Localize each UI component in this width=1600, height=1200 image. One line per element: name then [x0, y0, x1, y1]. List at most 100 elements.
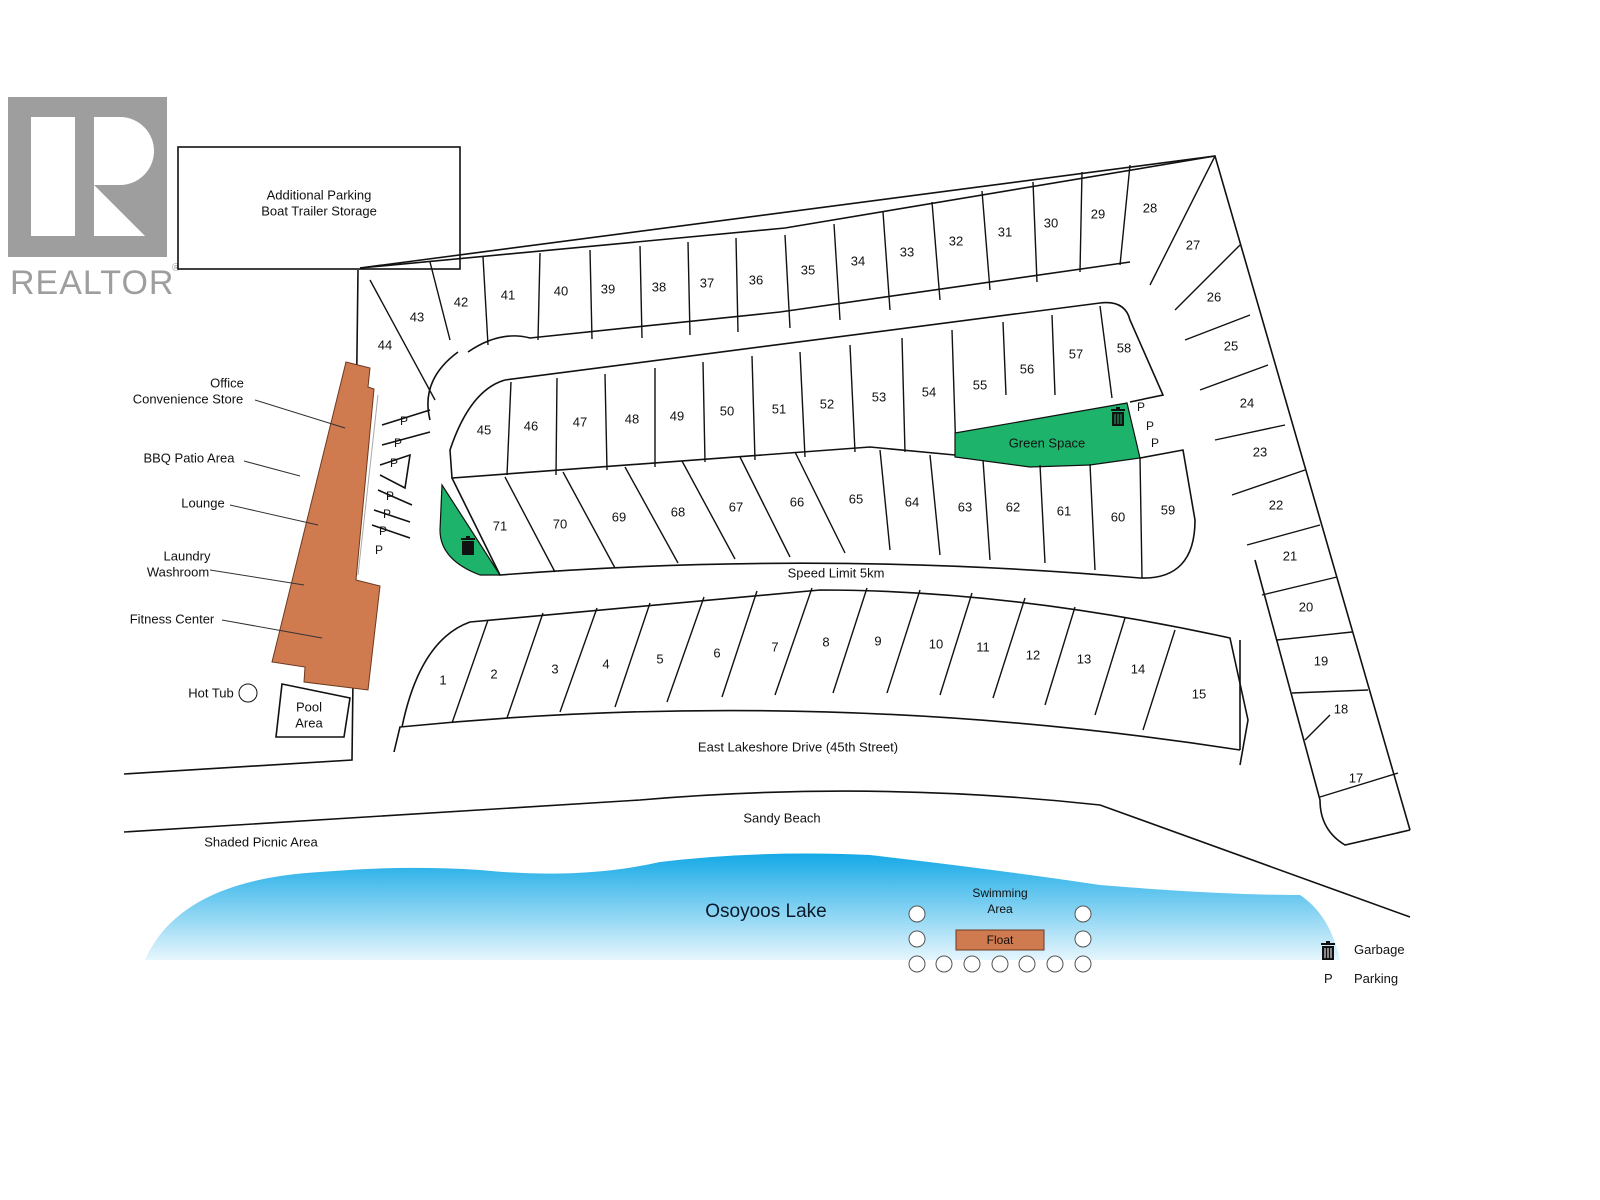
svg-text:56: 56	[1020, 361, 1034, 376]
svg-text:P: P	[1137, 400, 1145, 414]
garbage-icon	[461, 536, 475, 555]
svg-text:13: 13	[1077, 651, 1091, 666]
lots-inner-top: 45 46 47 48 49 50 51 52 53 54 55 56 57 5…	[449, 301, 1165, 479]
svg-text:34: 34	[851, 253, 865, 268]
svg-text:43: 43	[410, 309, 424, 324]
svg-text:1: 1	[439, 672, 446, 687]
svg-text:71: 71	[493, 518, 507, 533]
svg-text:23: 23	[1253, 444, 1267, 459]
svg-text:48: 48	[625, 411, 639, 426]
svg-text:53: 53	[872, 389, 886, 404]
lots-top-row: 28 29 30 31 32 33 34 35 36 37 38 39 40 4…	[359, 155, 1216, 401]
svg-text:37: 37	[700, 275, 714, 290]
svg-text:Convenience Store: Convenience Store	[133, 391, 244, 406]
roads	[123, 155, 1411, 918]
svg-text:17: 17	[1349, 770, 1363, 785]
svg-text:P: P	[383, 507, 391, 521]
svg-text:35: 35	[801, 262, 815, 277]
svg-text:50: 50	[720, 403, 734, 418]
lots-inner-bottom: 59 60 61 62 63 64 65 66 67 68 69 70 71 S…	[439, 449, 1196, 580]
svg-text:P: P	[375, 543, 383, 557]
svg-text:47: 47	[573, 414, 587, 429]
svg-text:P: P	[400, 414, 408, 428]
svg-text:REALTOR: REALTOR	[10, 264, 174, 302]
svg-text:30: 30	[1044, 215, 1058, 230]
svg-text:11: 11	[976, 639, 990, 654]
svg-text:46: 46	[524, 418, 538, 433]
float	[955, 929, 1045, 951]
svg-text:East Lakeshore Drive (45th Str: East Lakeshore Drive (45th Street)	[698, 739, 898, 754]
lots-bottom-row: 1 2 3 4 5 6 7 8 9 10 11 12 13 14 15 East…	[401, 587, 1249, 766]
svg-text:67: 67	[729, 499, 743, 514]
svg-text:25: 25	[1224, 338, 1238, 353]
office-parking: P P P P P P P	[371, 409, 431, 557]
svg-text:4: 4	[602, 656, 609, 671]
svg-text:Speed Limit 5km: Speed Limit 5km	[788, 565, 885, 580]
svg-text:14: 14	[1131, 661, 1145, 676]
svg-text:60: 60	[1111, 509, 1125, 524]
svg-text:29: 29	[1091, 206, 1105, 221]
svg-text:58: 58	[1117, 340, 1131, 355]
svg-text:70: 70	[553, 516, 567, 531]
legend: Garbage P Parking	[1321, 941, 1405, 986]
svg-text:44: 44	[378, 337, 392, 352]
svg-text:Shaded Picnic Area: Shaded Picnic Area	[204, 834, 318, 849]
svg-text:P: P	[1151, 436, 1159, 450]
svg-text:64: 64	[905, 494, 919, 509]
additional-parking-area: Additional Parking Boat Trailer Storage	[177, 146, 461, 270]
garbage-icon	[1111, 407, 1125, 426]
svg-text:24: 24	[1240, 395, 1254, 410]
svg-text:2: 2	[490, 666, 497, 681]
svg-text:P: P	[386, 489, 394, 503]
svg-text:Pool: Pool	[296, 699, 322, 714]
svg-text:Fitness Center: Fitness Center	[130, 611, 215, 626]
lots-right-column: 27 26 25 24 23 22 21 20 19 18 17	[1149, 155, 1399, 798]
svg-text:28: 28	[1143, 200, 1157, 215]
svg-text:42: 42	[454, 294, 468, 309]
svg-text:Green Space: Green Space	[1009, 435, 1086, 450]
svg-text:33: 33	[900, 244, 914, 259]
swimming-area: Swimming Area Float	[908, 886, 1092, 973]
svg-text:39: 39	[601, 281, 615, 296]
svg-text:41: 41	[501, 287, 515, 302]
svg-text:8: 8	[822, 634, 829, 649]
svg-text:Hot Tub: Hot Tub	[188, 685, 234, 700]
svg-text:69: 69	[612, 509, 626, 524]
svg-text:5: 5	[656, 651, 663, 666]
svg-text:®: ®	[172, 262, 180, 274]
svg-text:Additional Parking: Additional Parking	[267, 187, 372, 202]
svg-text:65: 65	[849, 491, 863, 506]
svg-text:P: P	[390, 456, 398, 470]
svg-text:40: 40	[554, 283, 568, 298]
svg-text:Area: Area	[987, 902, 1013, 916]
svg-text:Sandy Beach: Sandy Beach	[743, 810, 820, 825]
svg-text:15: 15	[1192, 686, 1206, 701]
svg-text:54: 54	[922, 384, 936, 399]
svg-text:21: 21	[1283, 548, 1297, 563]
svg-text:20: 20	[1299, 599, 1313, 614]
svg-text:Parking: Parking	[1354, 971, 1398, 986]
osoyoos-lake: Osoyoos Lake	[145, 853, 1340, 960]
building-labels: Office Convenience Store BBQ Patio Area …	[130, 375, 346, 639]
svg-text:P: P	[394, 436, 402, 450]
svg-text:45: 45	[477, 422, 491, 437]
green-corner	[439, 483, 502, 576]
svg-text:36: 36	[749, 272, 763, 287]
svg-text:62: 62	[1006, 499, 1020, 514]
svg-text:Area: Area	[295, 715, 323, 730]
svg-text:Boat Trailer Storage: Boat Trailer Storage	[261, 203, 377, 218]
svg-text:6: 6	[713, 645, 720, 660]
svg-text:3: 3	[551, 661, 558, 676]
svg-text:Osoyoos Lake: Osoyoos Lake	[705, 901, 826, 922]
svg-text:49: 49	[670, 408, 684, 423]
svg-text:59: 59	[1161, 502, 1175, 517]
svg-text:38: 38	[652, 279, 666, 294]
svg-text:12: 12	[1026, 647, 1040, 662]
svg-text:18: 18	[1334, 701, 1348, 716]
green-space: Green Space P P P	[954, 400, 1159, 468]
svg-text:68: 68	[671, 504, 685, 519]
svg-text:22: 22	[1269, 497, 1283, 512]
svg-text:27: 27	[1186, 237, 1200, 252]
hot-tub	[238, 683, 258, 703]
